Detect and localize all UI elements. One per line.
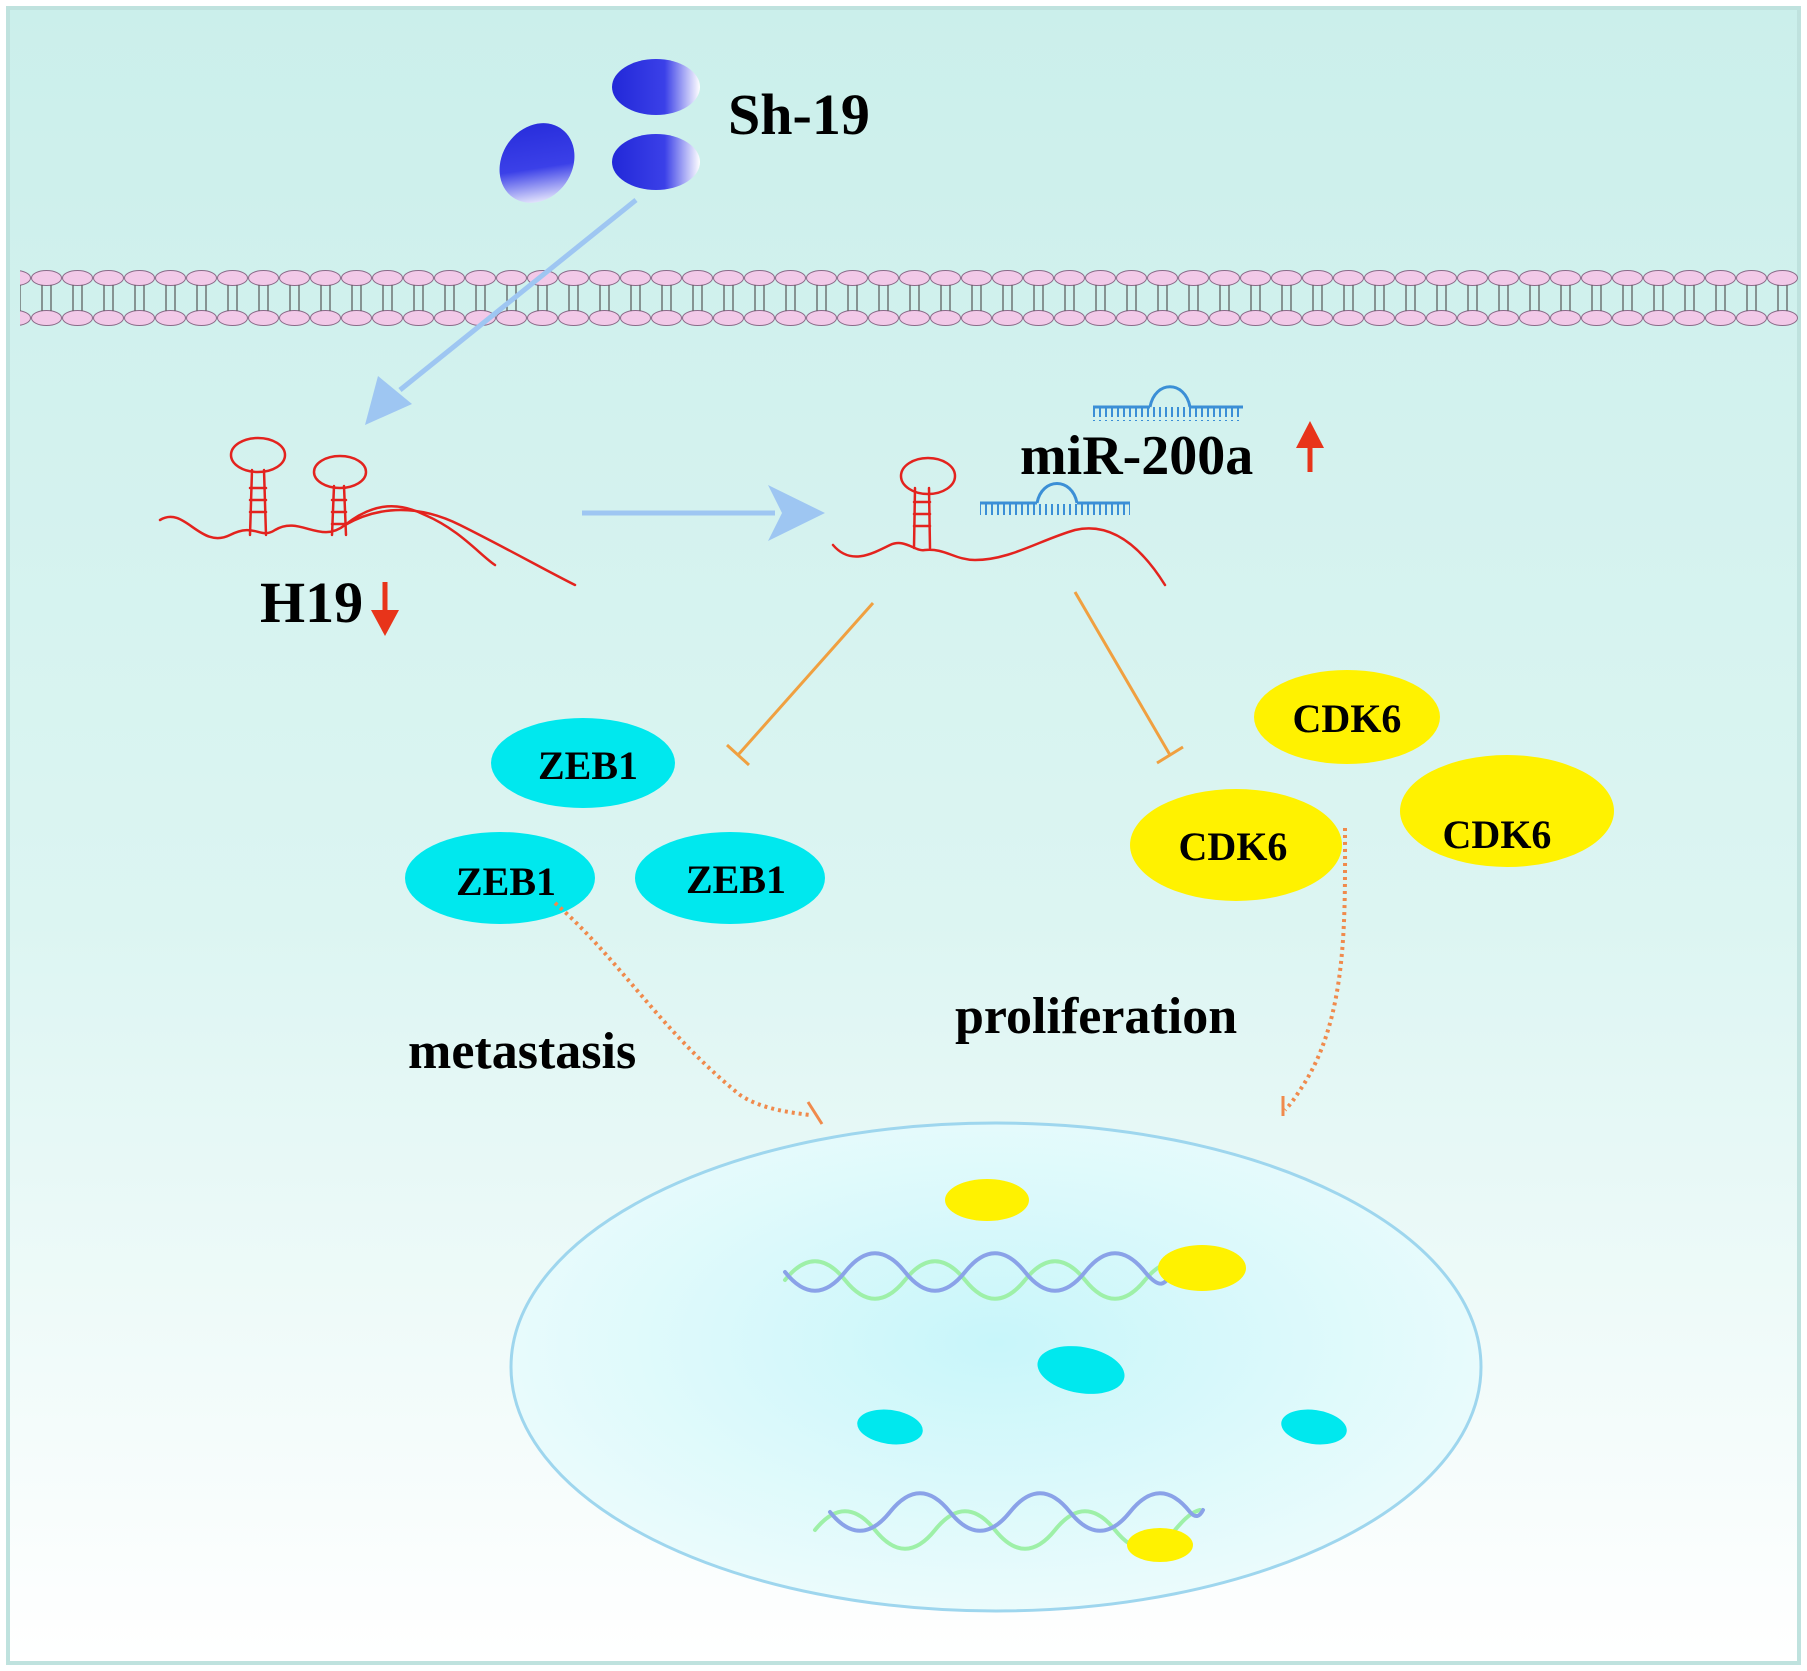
- sh19-particle: [612, 134, 700, 190]
- zeb1-protein: ZEB1: [491, 718, 675, 808]
- dna-double-helix: [783, 1251, 1177, 1301]
- sh19-label: Sh-19: [728, 82, 870, 147]
- zeb1-nuclear-protein: [857, 1409, 923, 1445]
- zeb1-protein: ZEB1: [635, 832, 825, 924]
- h19-label: H19: [260, 570, 363, 635]
- inhibition-to-cdk6: [1073, 591, 1184, 765]
- zeb1-label: ZEB1: [456, 859, 556, 904]
- flow-arrow: [582, 485, 825, 541]
- cdk6-label: CDK6: [1179, 824, 1288, 869]
- mirna-duplex-top: [1093, 385, 1243, 421]
- zeb1-nuclear-protein: [1281, 1409, 1347, 1445]
- cdk6-dotted-inhibition: [1283, 827, 1348, 1112]
- zeb1-label: ZEB1: [686, 857, 786, 902]
- metastasis-label: metastasis: [408, 1023, 636, 1080]
- sh19-particle: [499, 123, 575, 203]
- cdk6-label: CDK6: [1293, 696, 1402, 741]
- zeb1-protein: ZEB1: [405, 832, 595, 924]
- cdk6-nuclear-protein: [1158, 1245, 1246, 1291]
- zeb1-nuclear-protein: [1037, 1346, 1125, 1394]
- sh19-particles: [499, 59, 700, 203]
- cdk6-nuclear-protein: [1127, 1528, 1193, 1562]
- proliferation-label: proliferation: [955, 988, 1237, 1045]
- h19-down-arrow-icon: [371, 582, 399, 636]
- sh19-particle: [612, 59, 700, 115]
- cdk6-protein: CDK6: [1130, 789, 1342, 901]
- zeb1-dotted-inhibition-bar: [806, 1101, 824, 1125]
- nucleus: [509, 1121, 1483, 1613]
- zeb1-label: ZEB1: [538, 743, 638, 788]
- inhibition-to-zeb1: [725, 602, 875, 767]
- mir200a-up-arrow-icon: [1296, 421, 1324, 472]
- entry-arrow: [365, 198, 638, 425]
- cdk6-label: CDK6: [1443, 812, 1552, 857]
- cdk6-protein: CDK6: [1254, 670, 1440, 764]
- mir200a-label: miR-200a: [1020, 425, 1253, 487]
- cell-membrane: [20, 270, 1798, 330]
- cdk6-protein: CDK6: [1400, 755, 1614, 867]
- h19-rna: [158, 436, 577, 587]
- mirna-duplex-bottom: [980, 482, 1130, 517]
- mir200a-target-rna: [831, 456, 1167, 587]
- cdk6-nuclear-protein: [945, 1179, 1029, 1221]
